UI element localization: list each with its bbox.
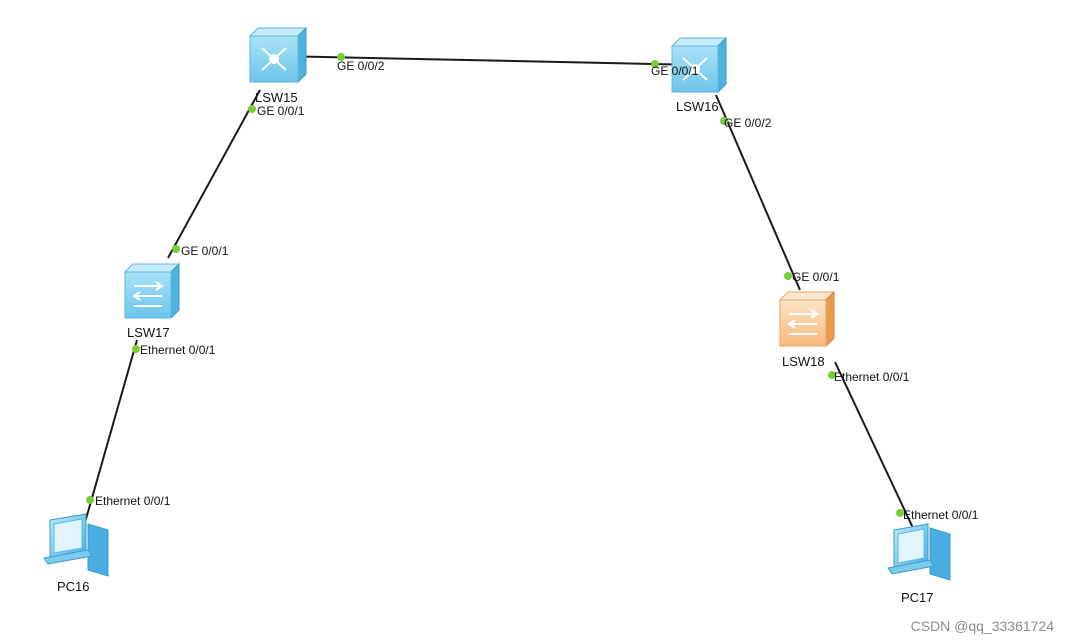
watermark-text: CSDN @qq_33361724 [910, 618, 1054, 634]
lsw16-label: LSW16 [676, 99, 719, 114]
port-dot-lsw15-ge001 [248, 105, 256, 113]
lsw18-switch-icon[interactable] [778, 290, 836, 348]
port-dot-lsw18-ge001 [784, 272, 792, 280]
pc16-computer-icon[interactable] [43, 513, 109, 577]
link-lsw16-lsw18[interactable] [715, 94, 801, 291]
link-lsw15-lsw17[interactable] [167, 89, 261, 259]
lsw16-switch-icon[interactable] [670, 36, 728, 94]
lsw17-switch-icon[interactable] [123, 262, 181, 320]
lsw18-label: LSW18 [782, 354, 825, 369]
port-dot-lsw16-ge002 [720, 117, 728, 125]
port-dot-pc17-eth001 [896, 509, 904, 517]
port-label-pc16-eth001: Ethernet 0/0/1 [95, 494, 171, 508]
port-label-lsw15-ge002: GE 0/0/2 [337, 59, 385, 73]
port-label-lsw15-ge001: GE 0/0/1 [257, 104, 305, 118]
lsw15-label: LSW15 [255, 90, 298, 105]
port-label-lsw17-eth001: Ethernet 0/0/1 [140, 343, 216, 357]
port-dot-lsw17-ge001 [172, 245, 180, 253]
port-dot-lsw16-ge001 [651, 60, 659, 68]
link-lsw15-lsw16[interactable] [277, 55, 701, 66]
port-dot-lsw18-eth001 [828, 371, 836, 379]
lsw17-label: LSW17 [127, 325, 170, 340]
lsw15-switch-icon[interactable] [248, 26, 308, 84]
port-dot-pc16-eth001 [86, 496, 94, 504]
port-label-lsw18-eth001: Ethernet 0/0/1 [834, 370, 910, 384]
pc16-label: PC16 [57, 579, 90, 594]
pc17-label: PC17 [901, 590, 934, 605]
port-label-lsw16-ge001: GE 0/0/1 [651, 64, 699, 78]
port-label-lsw18-ge001: GE 0/0/1 [792, 270, 840, 284]
port-label-lsw17-ge001: GE 0/0/1 [181, 244, 229, 258]
port-dot-lsw15-ge002 [337, 53, 345, 61]
link-lsw17-pc16[interactable] [83, 339, 138, 527]
port-label-lsw16-ge002: GE 0/0/2 [724, 116, 772, 130]
port-dot-lsw17-eth001 [132, 345, 140, 353]
link-lsw18-pc17[interactable] [834, 361, 914, 529]
pc17-computer-icon[interactable] [887, 523, 951, 581]
port-label-pc17-eth001: Ethernet 0/0/1 [903, 508, 979, 522]
